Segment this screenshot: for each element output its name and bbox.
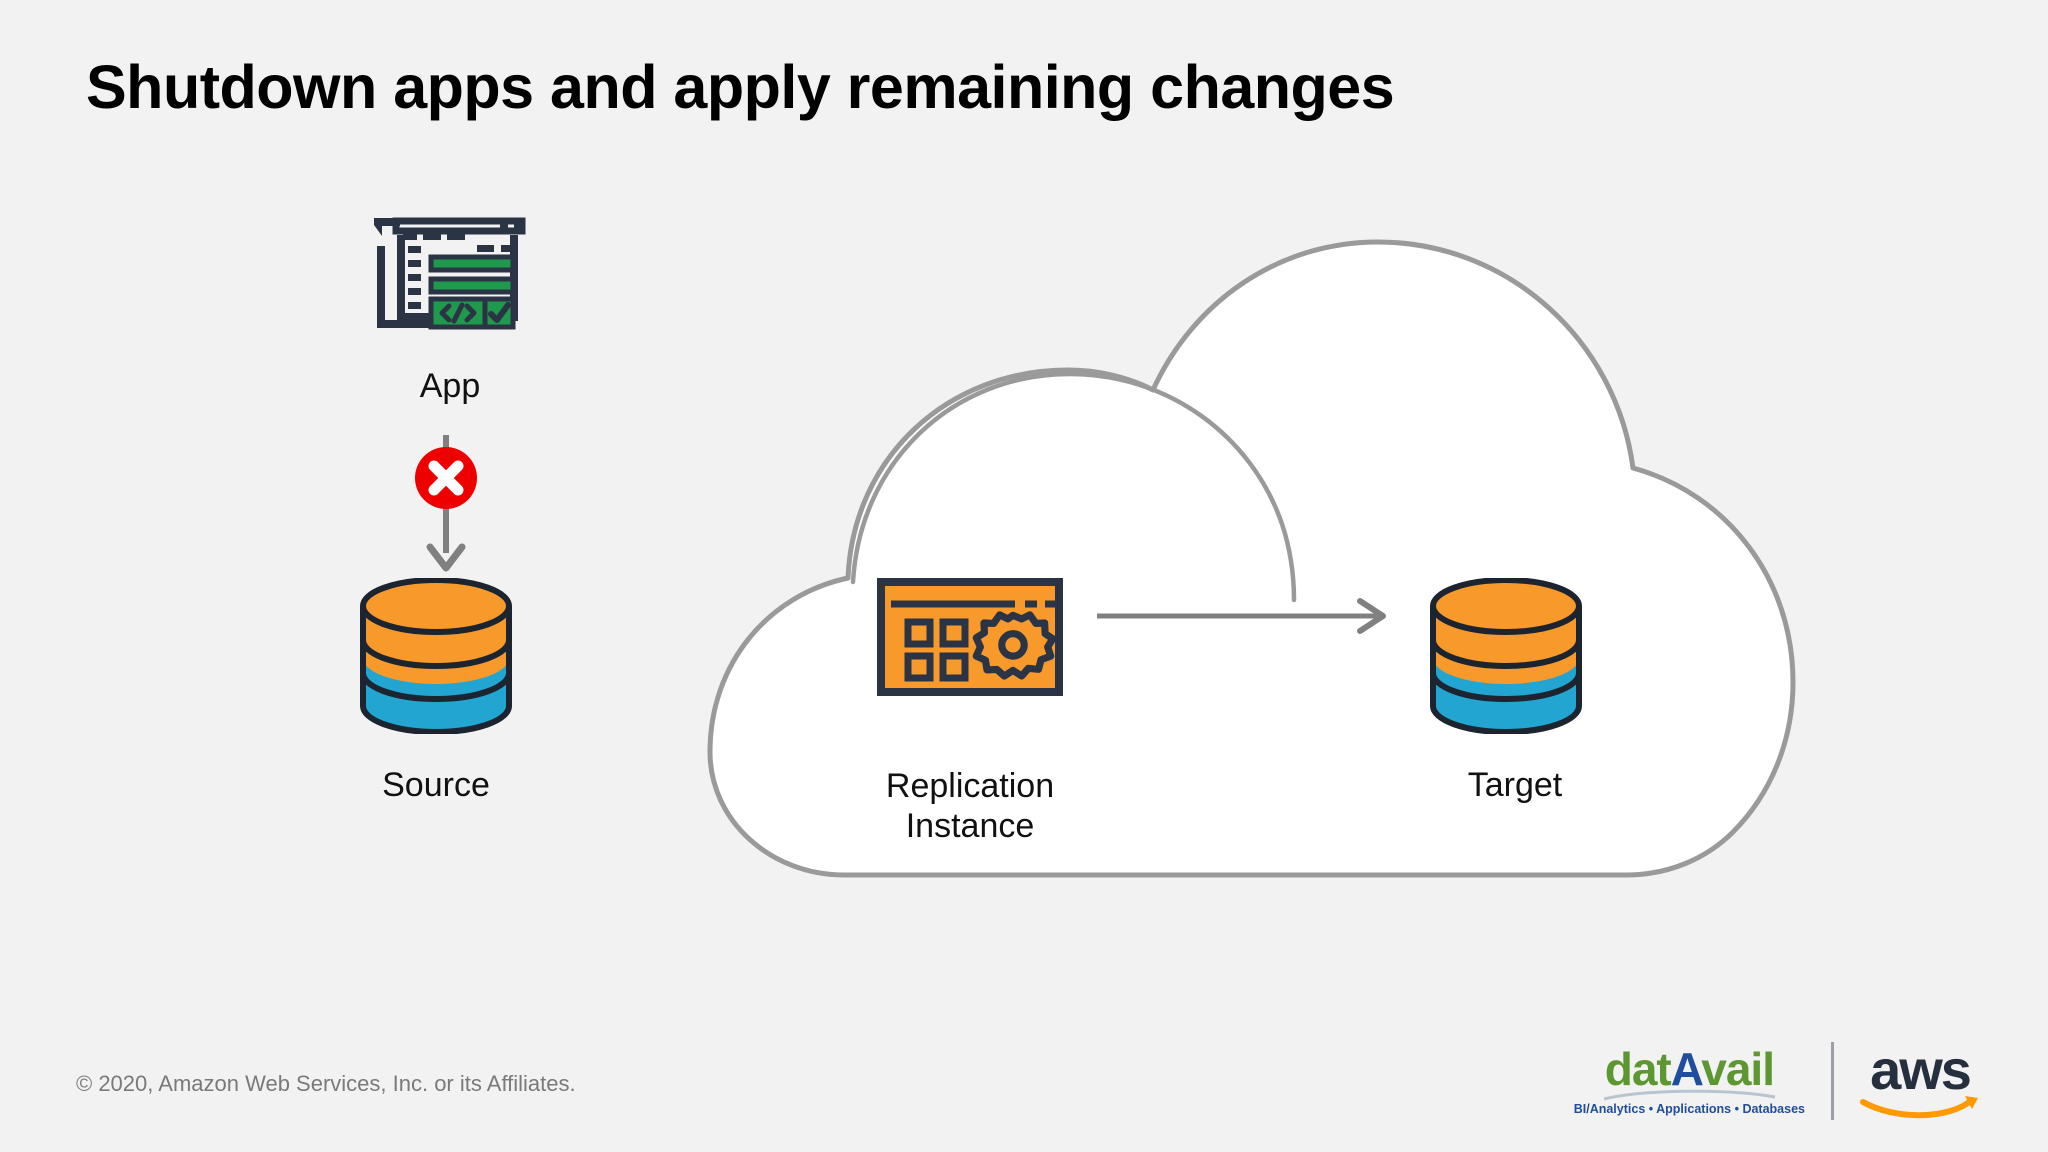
red-x-circle-icon bbox=[415, 447, 477, 509]
datavail-word-part2: A bbox=[1670, 1043, 1703, 1096]
aws-smile-icon bbox=[1860, 1094, 1980, 1120]
target-label: Target bbox=[1467, 766, 1563, 804]
replication-instance-icon bbox=[877, 578, 1063, 696]
datavail-word-part1: dat bbox=[1604, 1043, 1672, 1096]
replication-instance-label-line1: Replication bbox=[885, 767, 1055, 805]
source-label: Source bbox=[382, 766, 490, 804]
arrow-right-icon bbox=[1095, 596, 1395, 636]
page-title: Shutdown apps and apply remaining change… bbox=[86, 53, 1395, 121]
datavail-swoosh-icon bbox=[1602, 1089, 1777, 1101]
replication-instance-label: Replication Instance bbox=[820, 766, 1120, 846]
datavail-wordmark: datAvail bbox=[1604, 1043, 1775, 1096]
aws-logo: aws bbox=[1860, 1042, 1980, 1120]
footer-logos: datAvail BI/Analytics • Applications • D… bbox=[1574, 1035, 1980, 1127]
gear-icon bbox=[972, 611, 1057, 680]
datavail-logo: datAvail BI/Analytics • Applications • D… bbox=[1574, 1046, 1805, 1116]
app-label: App bbox=[419, 367, 481, 405]
datavail-tagline: BI/Analytics • Applications • Databases bbox=[1573, 1102, 1805, 1117]
aws-wordmark: aws bbox=[1870, 1038, 1972, 1101]
source-database-icon bbox=[355, 577, 517, 735]
replication-instance-label-line2: Instance bbox=[905, 807, 1035, 846]
target-database-icon bbox=[1425, 577, 1587, 735]
copyright-text: © 2020, Amazon Web Services, Inc. or its… bbox=[76, 1071, 576, 1096]
app-icon bbox=[352, 188, 532, 348]
datavail-word-part3: vail bbox=[1701, 1043, 1775, 1096]
blocked-connection-arrow bbox=[400, 435, 492, 575]
logo-divider bbox=[1831, 1042, 1834, 1120]
